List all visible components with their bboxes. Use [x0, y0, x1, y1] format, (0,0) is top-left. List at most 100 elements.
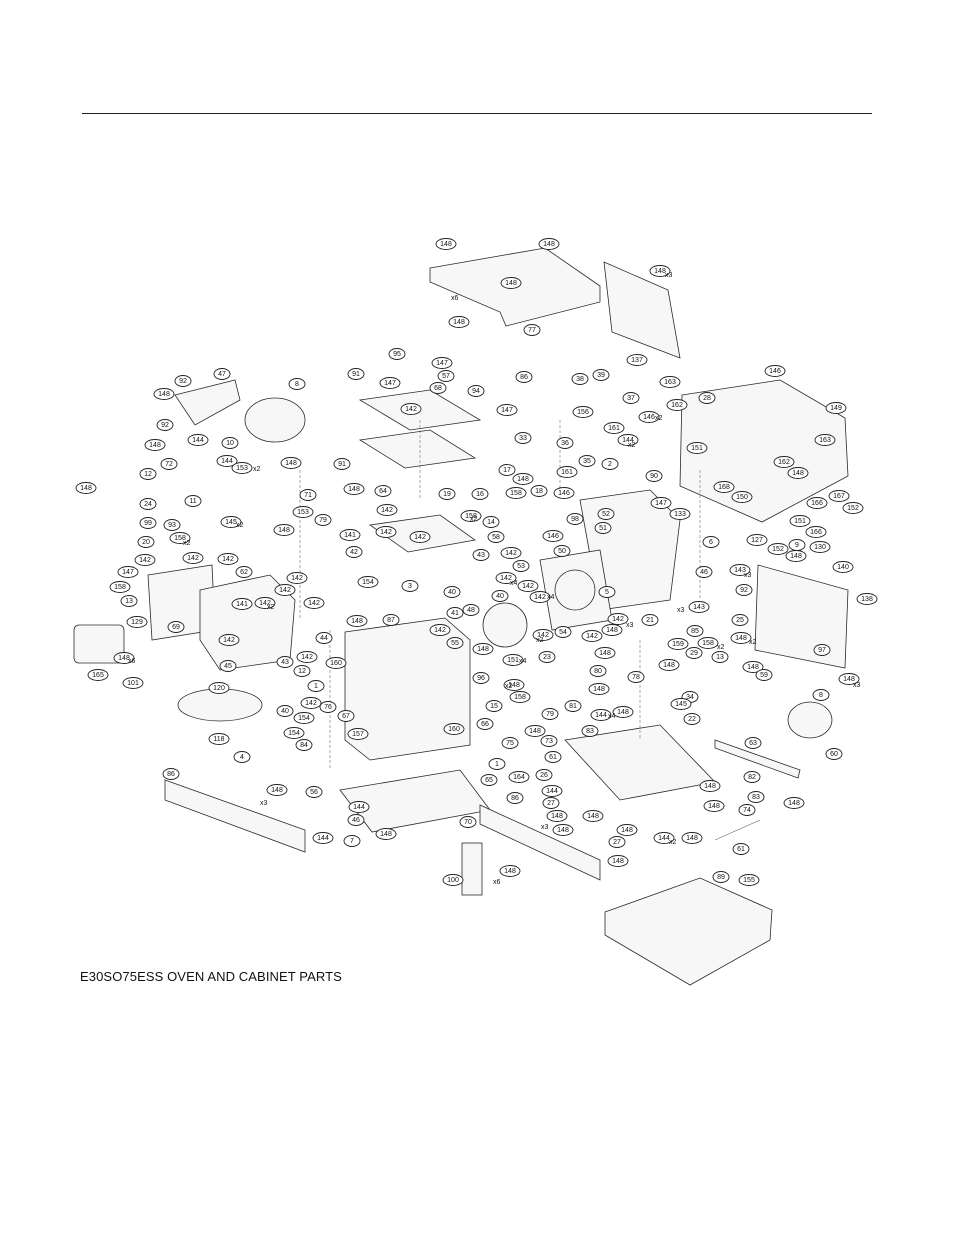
part-number: 95 [393, 351, 401, 358]
part-callout-23: 23 [538, 651, 556, 663]
part-callout-57: 57 [437, 370, 455, 382]
part-number: 33 [519, 435, 527, 442]
part-number: 148 [621, 827, 633, 834]
part-callout-140: 140 [832, 561, 854, 573]
part-callout-148: 148 [499, 865, 521, 877]
part-callout-148: 148 [113, 652, 135, 664]
blower-motor-part [787, 701, 833, 739]
part-number: 148 [792, 470, 804, 477]
part-number: 148 [278, 527, 290, 534]
part-number: 148 [271, 787, 283, 794]
part-number: 91 [352, 371, 360, 378]
part-number: 145 [675, 701, 687, 708]
part-number: 142 [291, 575, 303, 582]
part-number: 148 [587, 813, 599, 820]
part-callout-86: 86 [515, 371, 533, 383]
part-callout-162: 162 [666, 399, 688, 411]
part-number: 158 [510, 490, 522, 497]
part-callout-38: 38 [571, 373, 589, 385]
insulation-panel-part [358, 429, 477, 469]
part-callout-148: 148 [649, 265, 671, 277]
part-number: 148 [80, 485, 92, 492]
part-number: 28 [703, 395, 711, 402]
part-callout-148: 148 [280, 457, 302, 469]
part-callout-16: 16 [471, 488, 489, 500]
part-number: 142 [537, 632, 549, 639]
part-callout-148: 148 [435, 238, 457, 250]
part-callout-61: 61 [544, 751, 562, 763]
part-callout-83: 83 [581, 725, 599, 737]
part-number: 148 [606, 627, 618, 634]
part-number: 86 [520, 374, 528, 381]
part-callout-8: 8 [812, 689, 830, 701]
part-number: 73 [545, 738, 553, 745]
part-number: 158 [465, 513, 477, 520]
part-callout-129: 129 [126, 616, 148, 628]
part-number: 164 [513, 774, 525, 781]
parts-illustration [73, 247, 849, 986]
part-callout-22: 22 [683, 713, 701, 725]
part-number: 37 [627, 395, 635, 402]
part-number: 142 [305, 700, 317, 707]
part-number: 13 [716, 654, 724, 661]
part-number: 148 [504, 868, 516, 875]
part-number: 148 [348, 486, 360, 493]
part-number: 148 [505, 280, 517, 287]
part-callout-148: 148 [153, 388, 175, 400]
part-callout-40: 40 [276, 705, 294, 717]
part-callout-53: 53 [512, 560, 530, 572]
part-callout-148: 148 [346, 615, 368, 627]
quantity-label: x4 [510, 580, 518, 587]
fan-shroud-part [554, 569, 596, 611]
part-number: 91 [338, 461, 346, 468]
part-callout-142: 142 [375, 526, 397, 538]
part-number: 83 [752, 794, 760, 801]
part-callout-72: 72 [160, 458, 178, 470]
part-number: 152 [847, 505, 859, 512]
part-callout-142: 142 [254, 597, 276, 609]
part-callout-10: 10 [221, 437, 239, 449]
part-callout-46: 46 [347, 814, 365, 826]
part-number: 17 [503, 467, 511, 474]
warming-drawer-part [604, 877, 773, 986]
part-callout-92: 92 [156, 419, 174, 431]
part-callout-154: 154 [357, 576, 379, 588]
part-number: 161 [561, 469, 573, 476]
part-callout-64: 64 [374, 485, 392, 497]
part-callout-149: 149 [825, 402, 847, 414]
part-number: 8 [819, 692, 823, 699]
rear-panel-part [603, 261, 681, 359]
part-callout-147: 147 [650, 497, 672, 509]
part-number: 148 [663, 662, 675, 669]
part-number: 27 [613, 839, 621, 846]
part-callout-14: 14 [482, 516, 500, 528]
part-callout-148: 148 [500, 277, 522, 289]
part-callout-46: 46 [695, 566, 713, 578]
part-callout-153: 153 [231, 462, 253, 474]
part-number: 79 [546, 711, 554, 718]
part-callout-142: 142 [495, 572, 517, 584]
quantity-label: x2 [669, 839, 677, 846]
part-callout-142: 142 [376, 504, 398, 516]
part-callout-5: 5 [598, 586, 616, 598]
part-number: 147 [436, 360, 448, 367]
part-number: 21 [646, 617, 654, 624]
part-callout-75: 75 [501, 737, 519, 749]
part-callout-148: 148 [343, 483, 365, 495]
part-callout-148: 148 [582, 810, 604, 822]
part-callout-54: 54 [554, 626, 572, 638]
part-callout-155: 155 [738, 874, 760, 886]
fan-blade-part [482, 602, 528, 648]
part-number: 63 [749, 740, 757, 747]
part-callout-21: 21 [641, 614, 659, 626]
part-callout-152: 152 [767, 543, 789, 555]
part-number: 148 [551, 813, 563, 820]
part-number: 144 [221, 458, 233, 465]
part-number: 158 [114, 584, 126, 591]
part-callout-89: 89 [712, 871, 730, 883]
part-number: 38 [576, 376, 584, 383]
part-callout-76: 76 [319, 701, 337, 713]
part-callout-73: 73 [540, 735, 558, 747]
part-number: 53 [517, 563, 525, 570]
